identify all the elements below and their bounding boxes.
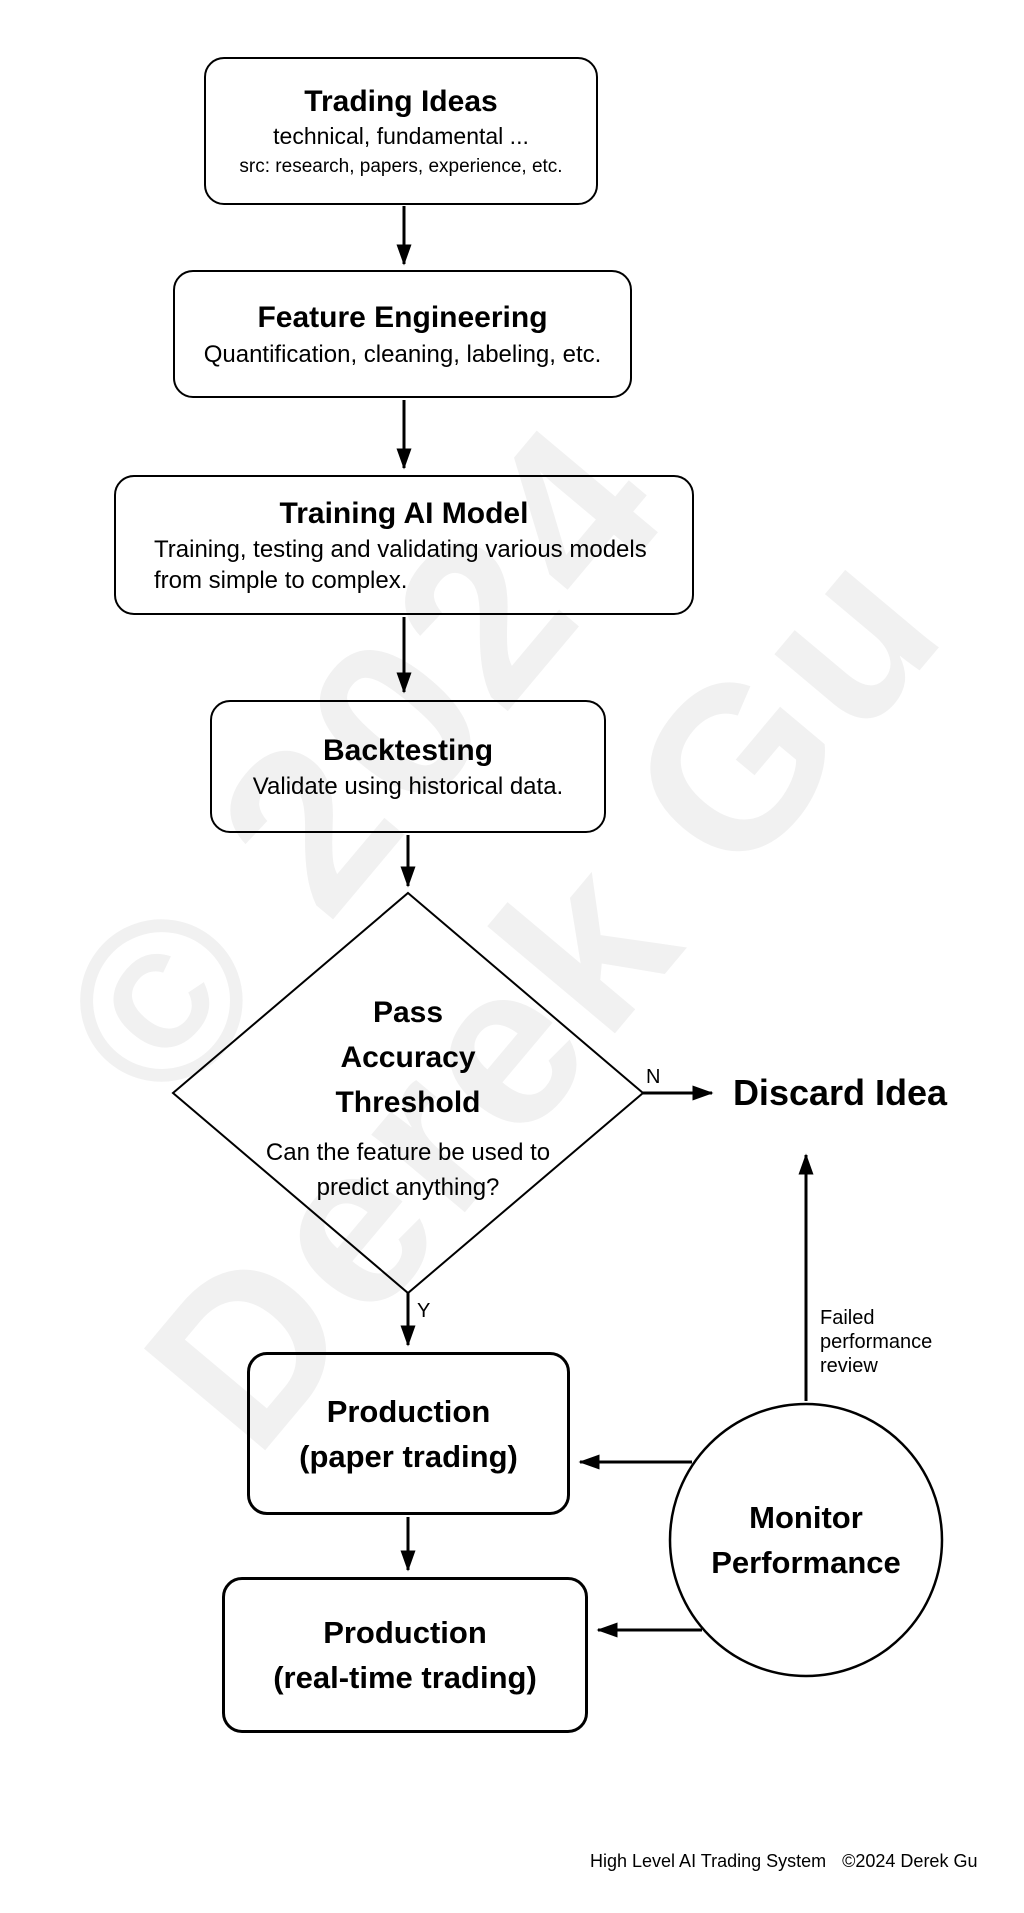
footer-copyright: ©2024 Derek Gu bbox=[842, 1851, 978, 1871]
node-discard-idea: Discard Idea bbox=[732, 1072, 948, 1113]
edge-label-no: N bbox=[646, 1066, 661, 1088]
node-trading-ideas: Trading Ideas technical, fundamental ...… bbox=[204, 57, 598, 205]
training-ai-model-subtitle-line2: from simple to complex. bbox=[154, 567, 408, 595]
node-backtesting: Backtesting Validate using historical da… bbox=[210, 700, 606, 833]
decision-title-line3: Threshold bbox=[335, 1086, 481, 1119]
footer-title: High Level AI Trading System bbox=[590, 1851, 827, 1871]
node-pass-accuracy-threshold: Pass Accuracy Threshold Can the feature … bbox=[238, 990, 578, 1205]
node-monitor-performance: Monitor Performance bbox=[669, 1403, 943, 1677]
node-production-realtime: Production (real-time trading) bbox=[222, 1577, 588, 1733]
decision-title-line1: Pass bbox=[372, 996, 444, 1029]
trading-ideas-note: src: research, papers, experience, etc. bbox=[239, 156, 563, 178]
edge-label-failed-review: Failed performance review bbox=[820, 1307, 933, 1377]
training-ai-model-title: Training AI Model bbox=[279, 496, 529, 530]
backtesting-subtitle: Validate using historical data. bbox=[252, 773, 564, 801]
trading-ideas-title: Trading Ideas bbox=[304, 84, 498, 118]
production-realtime-line1: Production bbox=[323, 1615, 487, 1650]
production-realtime-line2: (real-time trading) bbox=[273, 1660, 537, 1695]
feature-engineering-title: Feature Engineering bbox=[257, 301, 548, 335]
training-ai-model-subtitle-line1: Training, testing and validating various… bbox=[154, 536, 647, 564]
node-feature-engineering: Feature Engineering Quantification, clea… bbox=[173, 270, 632, 398]
edge-label-yes: Y bbox=[417, 1300, 431, 1322]
production-paper-line2: (paper trading) bbox=[299, 1438, 518, 1474]
production-paper-line1: Production bbox=[326, 1393, 491, 1429]
footer: High Level AI Trading System ©2024 Derek… bbox=[590, 1851, 977, 1872]
node-production-paper: Production (paper trading) bbox=[247, 1352, 570, 1515]
monitor-performance-line2: Performance bbox=[711, 1545, 901, 1580]
decision-question-line2: predict anything? bbox=[316, 1174, 500, 1201]
monitor-circle-shape bbox=[668, 1402, 944, 1678]
monitor-performance-line1: Monitor bbox=[749, 1500, 863, 1535]
backtesting-title: Backtesting bbox=[322, 733, 494, 767]
decision-question-line1: Can the feature be used to bbox=[265, 1139, 551, 1166]
feature-engineering-subtitle: Quantification, cleaning, labeling, etc. bbox=[203, 340, 602, 368]
trading-ideas-subtitle: technical, fundamental ... bbox=[273, 123, 529, 150]
node-training-ai-model: Training AI Model Training, testing and … bbox=[114, 475, 694, 615]
decision-title-line2: Accuracy bbox=[340, 1041, 476, 1074]
